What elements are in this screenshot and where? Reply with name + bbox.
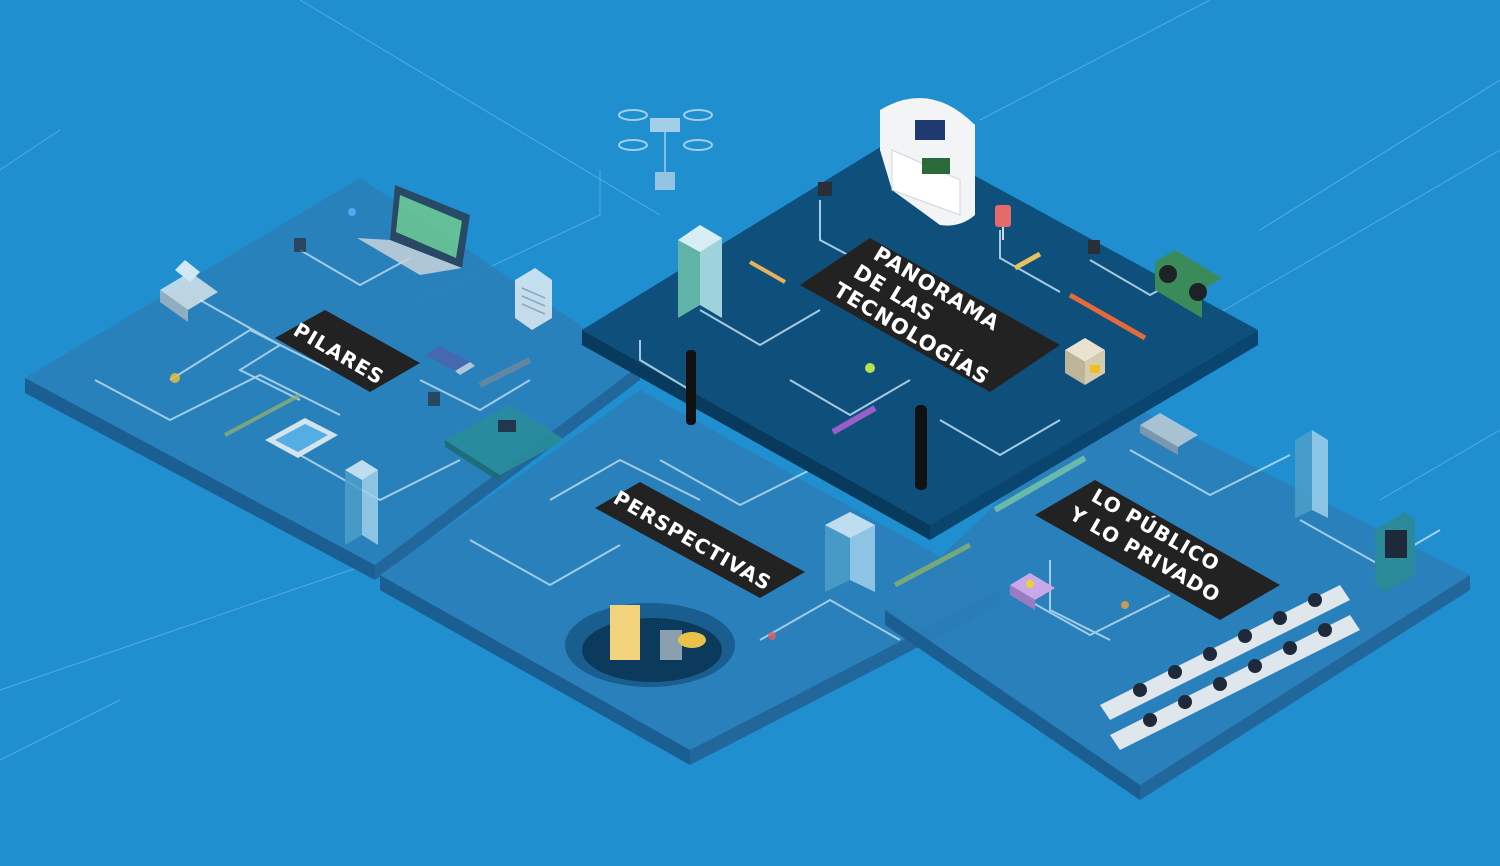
document-icon: [515, 268, 552, 330]
resistor-icon: [224, 251, 1147, 588]
led-matrix-icon: [1375, 512, 1415, 592]
usb-drive-icon: [425, 346, 475, 375]
fax-machine-icon: [160, 260, 218, 322]
ic-chip-icon: [1140, 413, 1198, 455]
office-workers-icon: [1100, 585, 1360, 750]
crater-icon: [565, 603, 735, 687]
stepper-motor-icon: [1065, 338, 1105, 385]
battery-icon: [1010, 573, 1055, 610]
drone-icon: [618, 109, 713, 190]
building-icon: [678, 225, 722, 318]
led-icon: [170, 208, 1129, 640]
robot-head-icon: [880, 98, 975, 226]
building-icon: [345, 460, 378, 545]
transistor-icon: [294, 182, 1100, 406]
building-icon: [1295, 430, 1328, 518]
arduino-board-icon: [445, 405, 565, 482]
smartphone-icon: [265, 418, 338, 458]
building-icon: [825, 512, 875, 592]
post-icon: [686, 350, 927, 490]
ultrasonic-sensor-icon: [1155, 250, 1222, 318]
laptop-icon: [357, 185, 470, 275]
capacitor-icon: [995, 205, 1011, 240]
